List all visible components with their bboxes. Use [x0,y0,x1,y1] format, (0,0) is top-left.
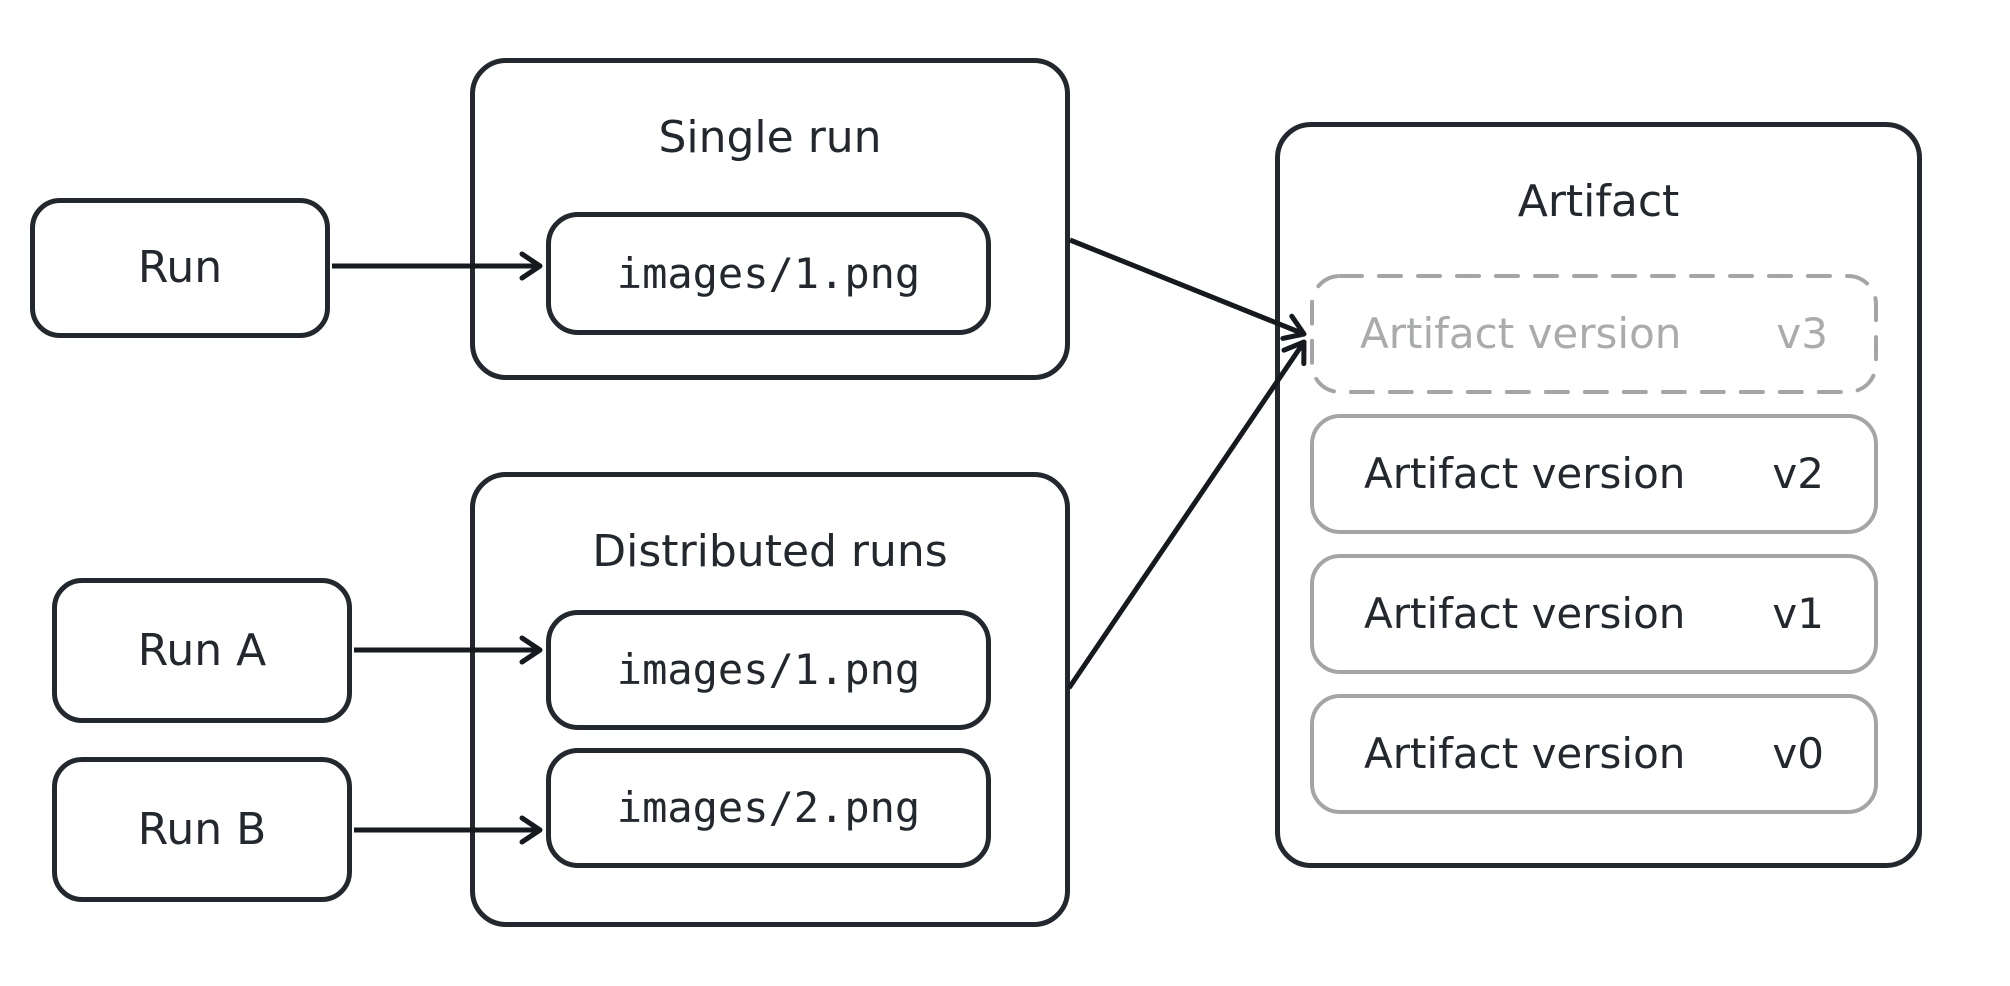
artifact-version-badge: v1 [1772,589,1824,638]
distributed-file-a-label: images/1.png [616,645,921,694]
artifact-version-badge: v0 [1772,729,1824,778]
artifact-version-row-v1: Artifact version v1 [1310,554,1878,674]
distributed-file-box-b: images/2.png [546,748,991,868]
artifact-version-row-v3: Artifact version v3 [1310,274,1878,394]
run-b-node: Run B [52,757,352,902]
single-run-file-box: images/1.png [546,212,991,335]
single-run-to-artifact-arrow [1069,237,1307,341]
single-run-title: Single run [658,112,882,163]
artifact-version-label: Artifact version [1364,449,1686,498]
run-node-label: Run [137,242,223,293]
artifact-version-label: Artifact version [1364,589,1686,638]
distributed-runs-title: Distributed runs [592,526,948,577]
artifact-version-badge: v3 [1776,309,1828,358]
artifact-version-badge: v2 [1772,449,1824,498]
single-run-file-label: images/1.png [616,248,921,298]
artifact-version-label: Artifact version [1364,729,1686,778]
run-node: Run [30,198,330,338]
artifact-title: Artifact [1517,176,1680,227]
run-a-node-label: Run A [137,624,267,676]
distributed-file-b-label: images/2.png [616,783,921,832]
distributed-file-box-a: images/1.png [546,610,991,730]
distributed-runs-to-artifact-arrow [1066,339,1307,690]
run-b-node-label: Run B [137,803,267,855]
run-a-node: Run A [52,578,352,723]
artifact-version-row-v2: Artifact version v2 [1310,414,1878,534]
artifact-version-row-v0: Artifact version v0 [1310,694,1878,814]
artifact-version-label: Artifact version [1360,309,1682,358]
